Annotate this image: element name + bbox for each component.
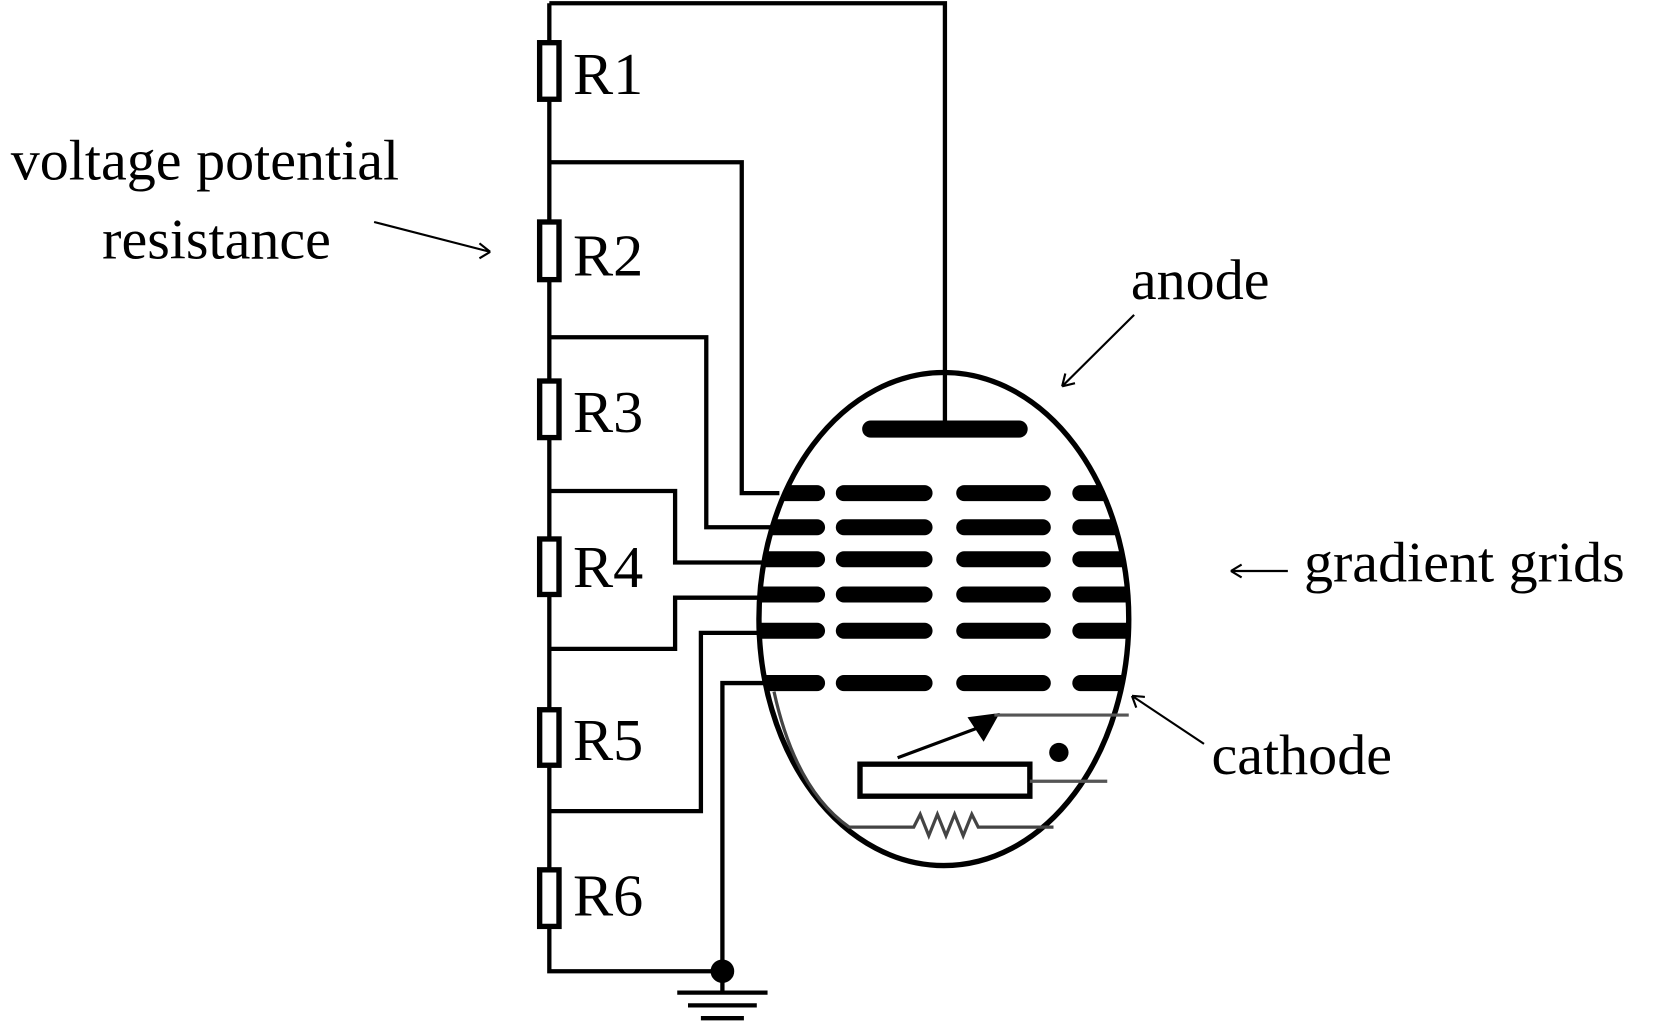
label-r3: R3 — [573, 379, 643, 445]
grid2-wire — [549, 335, 774, 530]
voltage-potential-label: voltage potential — [11, 127, 399, 192]
gradient-grids — [758, 485, 1129, 692]
resistor-r6 — [536, 867, 562, 930]
resistor-rail — [547, 3, 723, 974]
grid3-wire — [549, 488, 766, 565]
anode-wire — [549, 1, 948, 422]
resistor-labels: R1 R2 R3 R4 R5 R6 — [573, 41, 643, 929]
resistor-r1 — [536, 40, 562, 102]
grid5-wire — [549, 630, 759, 814]
ground-symbol — [677, 959, 768, 1021]
resistor-r5 — [536, 707, 562, 768]
anode-label: anode — [1131, 247, 1270, 312]
cathode-assembly — [772, 691, 1129, 840]
gradient-grids-label: gradient grids — [1304, 530, 1625, 595]
resistor-r4 — [536, 536, 562, 598]
resistance-label: resistance — [102, 206, 331, 271]
label-r6: R6 — [573, 863, 643, 929]
annotations: voltage potential resistance anode gradi… — [11, 127, 1625, 786]
grids-arrow — [1230, 563, 1288, 579]
cathode-arrowhead — [967, 712, 1000, 742]
grid1-wire — [549, 160, 780, 496]
vacuum-tube — [756, 369, 1132, 869]
wires — [373, 1, 1288, 974]
grid6-wire — [720, 680, 766, 972]
resistor-r2 — [536, 219, 562, 283]
label-r4: R4 — [573, 534, 643, 600]
label-r5: R5 — [573, 707, 643, 773]
anode-arrow — [1061, 314, 1135, 388]
cathode-arrow — [1130, 694, 1205, 745]
tube-envelope — [756, 369, 1132, 869]
label-r1: R1 — [573, 41, 643, 107]
resistor-r3 — [536, 378, 562, 441]
resistance-arrow — [373, 220, 491, 260]
resistors — [536, 40, 562, 930]
label-r2: R2 — [573, 223, 643, 289]
cathode-heater — [857, 761, 1033, 799]
cathode-label: cathode — [1212, 722, 1392, 787]
grid4-wire — [549, 595, 759, 652]
